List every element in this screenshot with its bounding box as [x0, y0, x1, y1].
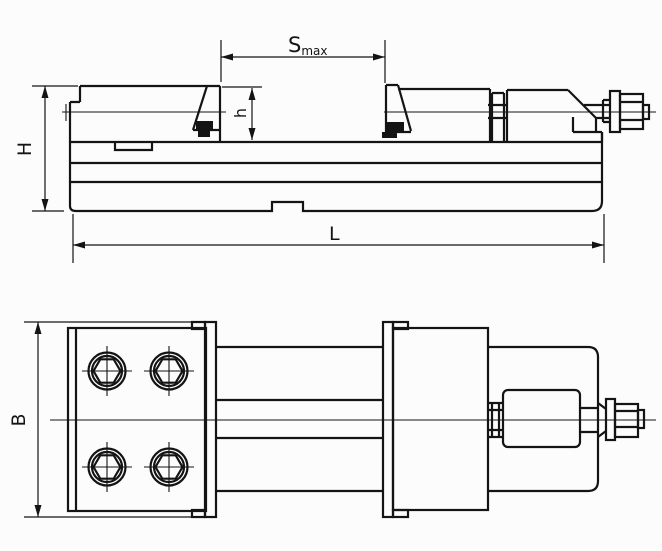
dim-label-L: L	[329, 223, 340, 245]
rear-housing	[505, 88, 604, 142]
dimension-Smax: Smax	[220, 33, 386, 83]
dim-label-S-main: S	[288, 33, 301, 57]
vise-bed-body	[68, 84, 604, 213]
dim-label-h: h	[231, 108, 250, 118]
screw-collar	[488, 91, 507, 142]
socket-screw-4	[144, 442, 194, 492]
dim-label-B: B	[8, 413, 30, 426]
movable-jaw	[382, 83, 413, 138]
body-rails	[216, 345, 383, 493]
side-elevation-view	[62, 83, 656, 213]
plan-rear-housing	[488, 345, 600, 493]
dimension-H: H	[14, 85, 78, 212]
dimension-h: h	[222, 86, 262, 140]
plan-nut-housing	[501, 388, 582, 449]
dim-label-H: H	[14, 142, 36, 156]
plan-movable-jaw-block	[391, 326, 490, 512]
plan-view	[50, 320, 656, 519]
dimension-L: L	[72, 214, 605, 263]
movable-jaw-block	[398, 87, 492, 142]
plan-spindle-tip	[636, 408, 646, 430]
socket-screw-2	[144, 346, 194, 396]
fixed-jaw-insert	[196, 121, 213, 131]
spindle-centerline	[62, 104, 656, 121]
dim-label-S-sub: max	[301, 44, 327, 58]
dim-label-Smax: Smax	[288, 33, 328, 58]
dimension-B: B	[8, 321, 203, 518]
plan-screw-collar	[488, 401, 503, 439]
fixed-jaw	[191, 85, 222, 142]
socket-screw-1	[82, 346, 132, 396]
socket-screw-3	[82, 442, 132, 492]
movable-jaw-insert	[387, 122, 404, 132]
